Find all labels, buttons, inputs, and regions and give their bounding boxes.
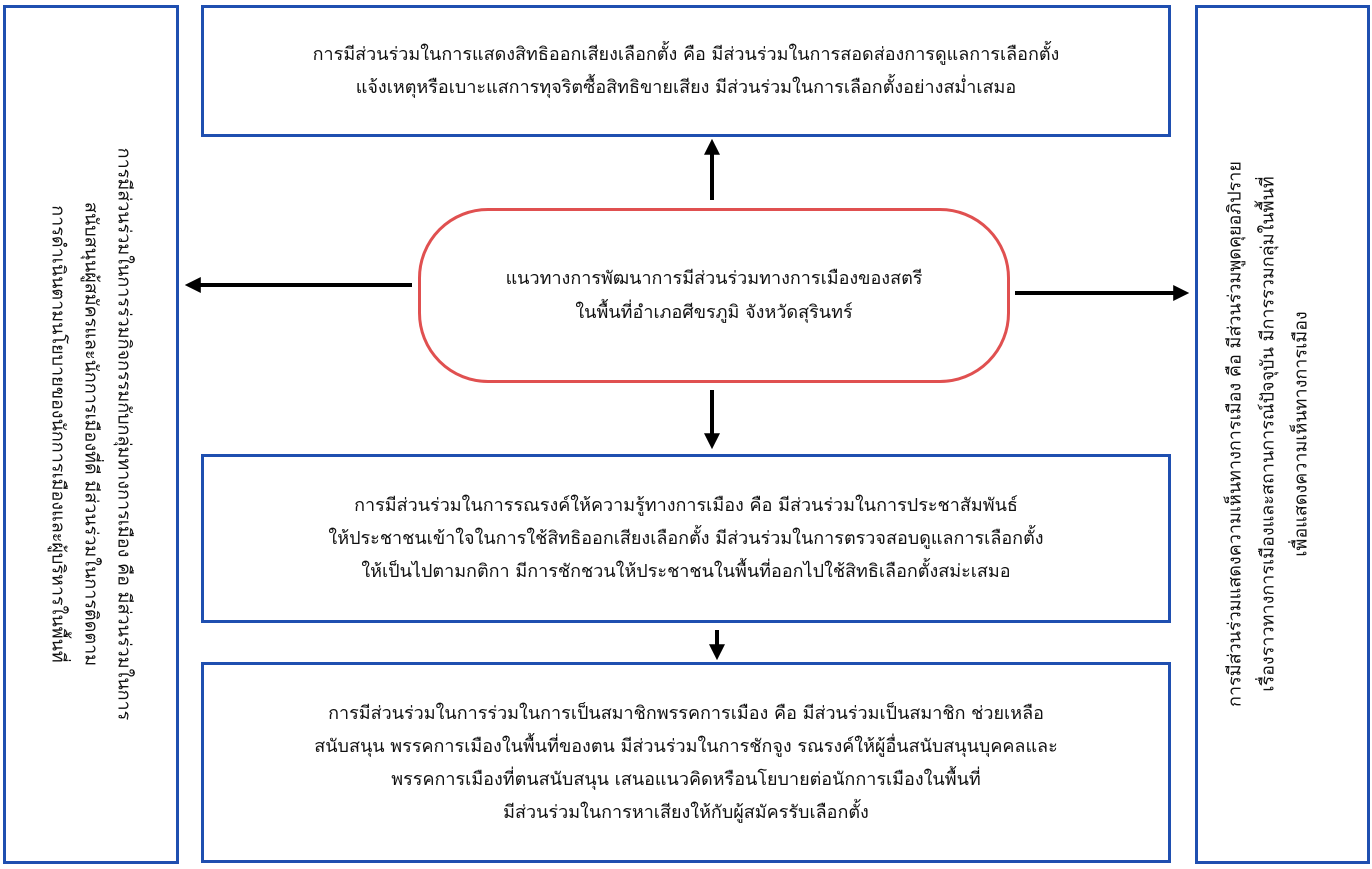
bottom-line: การมีส่วนร่วมในการร่วมในการเป็นสมาชิกพรร…: [328, 702, 1044, 724]
bottom-box: การมีส่วนร่วมในการร่วมในการเป็นสมาชิกพรร…: [201, 662, 1171, 863]
top-box: การมีส่วนร่วมในการแสดงสิทธิออกเสียงเลือก…: [201, 5, 1171, 137]
middle-line: ให้ประชาชนเข้าใจในการใช้สิทธิออกเสียงเลื…: [328, 528, 1044, 549]
bottom-line: สนับสนุน พรรคการเมืองในพื้นที่ของตน มีส่…: [314, 735, 1058, 757]
middle-line: ให้เป็นไปตามกติกา มีการชักชวนให้ประชาชนใ…: [361, 561, 1011, 582]
right-box: [1195, 5, 1370, 864]
bottom-line: มีส่วนร่วมในการหาเสียงให้กับผู้สมัครรับเ…: [503, 801, 869, 823]
middle-box: การมีส่วนร่วมในการรณรงค์ให้ความรู้ทางการ…: [201, 454, 1171, 623]
bottom-line: พรรคการเมืองที่ตนสนับสนุน เสนอแนวคิดหรือ…: [391, 768, 981, 790]
middle-line: การมีส่วนร่วมในการรณรงค์ให้ความรู้ทางการ…: [354, 495, 1018, 516]
top-line: แจ้งเหตุหรือเบาะแสการทุจริตซื้อสิทธิขายเ…: [355, 77, 1017, 98]
center-line: ในพื้นที่อำเภอศีขรภูมิ จังหวัดสุรินทร์: [575, 301, 853, 323]
center-line: แนวทางการพัฒนาการมีส่วนร่วมทางการเมืองขอ…: [505, 267, 923, 289]
top-line: การมีส่วนร่วมในการแสดงสิทธิออกเสียงเลือก…: [312, 44, 1060, 65]
left-box: [3, 5, 179, 864]
center-topic: แนวทางการพัฒนาการมีส่วนร่วมทางการเมืองขอ…: [418, 208, 1010, 383]
